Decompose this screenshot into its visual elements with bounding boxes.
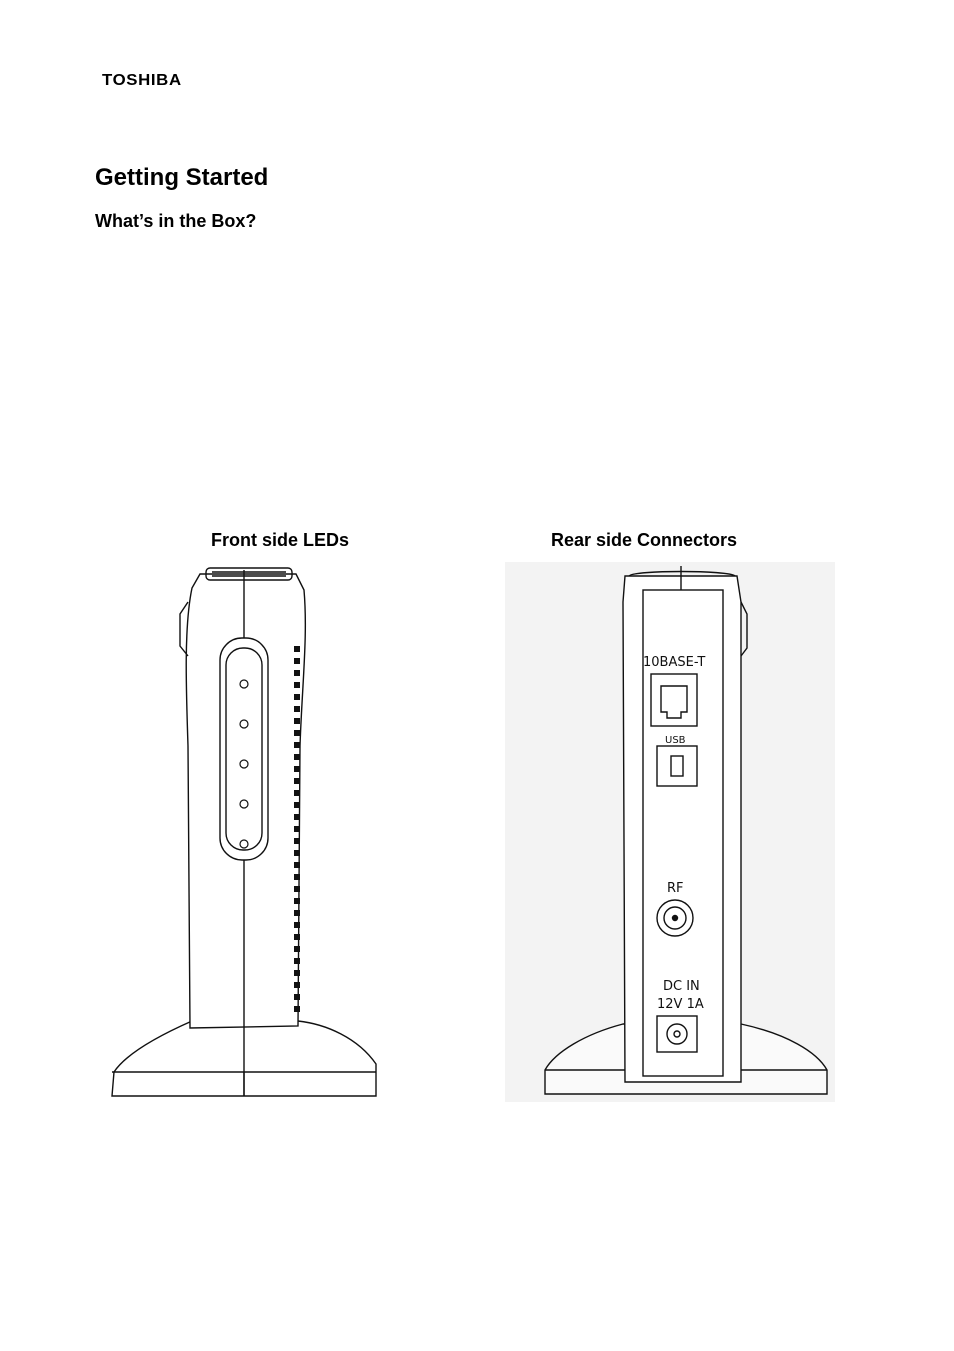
rear-figure-caption: Rear side Connectors	[551, 530, 738, 550]
ethernet-port-label: 10BASE-T	[643, 655, 705, 670]
rf-port-label: RF	[667, 881, 684, 896]
rear-device-illustration: 10BASE-T USB RF DC IN 12V 1A	[505, 562, 835, 1102]
front-device-drawing	[111, 567, 377, 1097]
page-title: Getting Started	[95, 164, 269, 191]
front-device-illustration	[108, 566, 382, 1100]
front-figure-caption: Front side LEDs	[211, 530, 350, 550]
vent-dashes	[294, 646, 300, 1012]
section-subtitle: What’s in the Box?	[95, 211, 257, 231]
led-indicator	[239, 839, 249, 849]
usb-port-label: USB	[665, 735, 686, 746]
dc-in-label: DC IN	[663, 979, 700, 994]
dc-voltage-label: 12V 1A	[657, 997, 704, 1012]
led-indicator	[239, 679, 249, 689]
led-indicator	[239, 719, 249, 729]
toshiba-logo: TOSHIBA	[102, 72, 182, 89]
led-indicator	[239, 799, 249, 809]
rear-device-drawing: 10BASE-T USB RF DC IN 12V 1A	[505, 562, 835, 1102]
led-indicator	[239, 759, 249, 769]
